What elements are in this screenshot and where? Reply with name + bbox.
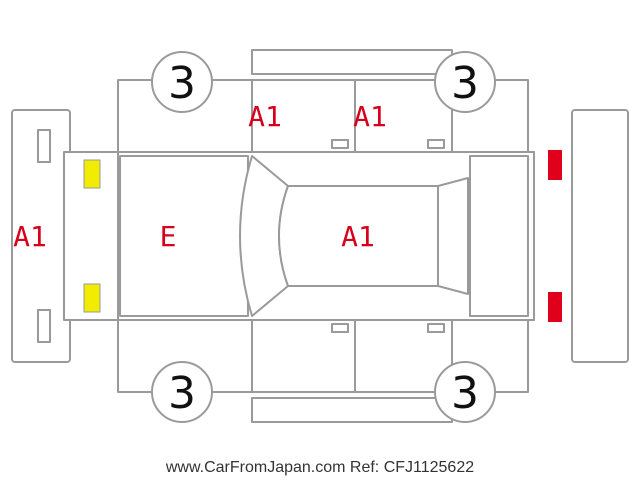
left-body-side [117, 79, 529, 153]
car-top-view [63, 150, 562, 322]
left-taillight [548, 150, 562, 180]
right-taillight [548, 292, 562, 322]
wheel-front-right: 3 [151, 361, 213, 423]
wheel-rear-right-grade: 3 [451, 368, 479, 419]
footer-reference: www.CarFromJapan.com Ref: CFJ1125622 [165, 459, 474, 476]
roof-code: A1 [341, 220, 375, 253]
right-rear-door-handle [427, 323, 445, 333]
wheel-rear-left: 3 [434, 51, 496, 113]
wheel-front-left-grade: 3 [168, 58, 196, 109]
hood-code: E [160, 220, 177, 253]
left-front-door-handle [331, 139, 349, 149]
right-front-door-handle [331, 323, 349, 333]
right-side-sill [251, 397, 453, 423]
left-rear-door-code: A1 [353, 100, 387, 133]
left-rear-door-handle [427, 139, 445, 149]
left-headlight [83, 159, 101, 189]
wheel-front-right-grade: 3 [168, 368, 196, 419]
right-body-side [117, 319, 529, 393]
left-front-door-code: A1 [248, 100, 282, 133]
rear-window [437, 177, 469, 295]
left-side-sill [251, 49, 453, 75]
rear-bumper [571, 109, 629, 363]
wheel-rear-right: 3 [434, 361, 496, 423]
trunk-panel [469, 155, 529, 317]
front-bumper-code: A1 [13, 220, 47, 253]
right-headlight [83, 283, 101, 313]
wheel-front-left: 3 [151, 51, 213, 113]
roof-panel [278, 185, 439, 287]
wheel-rear-left-grade: 3 [451, 58, 479, 109]
